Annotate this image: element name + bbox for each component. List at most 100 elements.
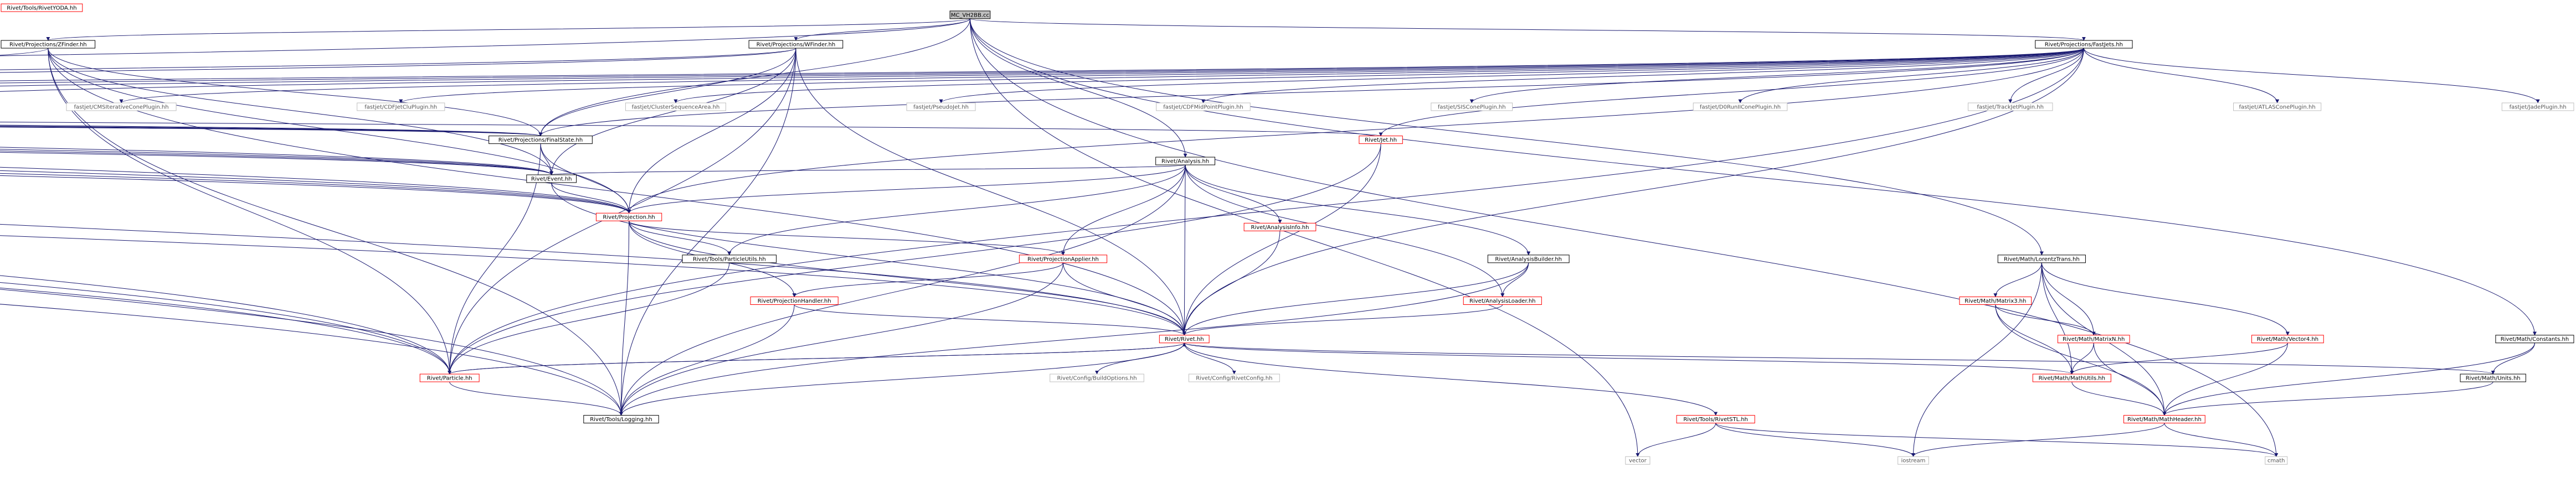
node-projapplier[interactable]: Rivet/ProjectionApplier.hh <box>1019 255 1108 263</box>
node-pseudojet[interactable]: fastjet/PseudoJet.hh <box>906 102 976 111</box>
node-label-siscone: fastjet/SISConePlugin.hh <box>1438 104 1506 110</box>
edge-analysis-to-rivet <box>1182 164 1186 336</box>
edge-mathutils-to-mathheader <box>2071 381 2167 416</box>
edge-analysis-to-logging <box>619 164 1186 416</box>
edge-rivetstl-to-cmath <box>1715 423 2279 457</box>
edge-zfinder-to-particle <box>48 48 452 375</box>
node-rivetconfig[interactable]: Rivet/Config/RivetConfig.hh <box>1188 373 1280 382</box>
node-constants[interactable]: Rivet/Math/Constants.hh <box>2495 335 2574 344</box>
node-logging[interactable]: Rivet/Tools/Logging.hh <box>583 415 659 424</box>
edge-root-to-unstablefs <box>0 18 970 56</box>
node-zfinder[interactable]: Rivet/Projections/ZFinder.hh <box>1 40 96 49</box>
node-cmath[interactable]: cmath <box>2265 456 2288 465</box>
node-units[interactable]: Rivet/Math/Units.hh <box>2460 373 2526 382</box>
node-mathutils[interactable]: Rivet/Math/MathUtils.hh <box>2032 373 2111 382</box>
edge-fastjets-to-d0run <box>1738 48 2084 103</box>
node-box-cdfmidpoint <box>1156 102 1251 111</box>
edge-root-to-cmath <box>969 18 2279 457</box>
edge-fastjets-to-pseudojet <box>939 48 2084 103</box>
edge-chargedfs-to-logging <box>0 289 623 416</box>
node-analysisloader[interactable]: Rivet/AnalysisLoader.hh <box>1463 296 1542 305</box>
edge-root-to-vector <box>969 18 1640 457</box>
edge-fastjets-to-jet <box>1379 48 2084 137</box>
node-label-zfinder: Rivet/Projections/ZFinder.hh <box>9 42 87 48</box>
node-mathheader[interactable]: Rivet/Math/MathHeader.hh <box>2123 415 2205 424</box>
node-vector[interactable]: vector <box>1625 456 1651 465</box>
node-matrixn[interactable]: Rivet/Math/MatrixN.hh <box>2057 335 2130 344</box>
edge-rivet-to-rivetconfig <box>1184 342 1236 375</box>
node-jade[interactable]: fastjet/JadePlugin.hh <box>2501 102 2574 111</box>
node-buildoptions[interactable]: Rivet/Config/BuildOptions.hh <box>1050 373 1144 382</box>
node-label-fastjets: Rivet/Projections/FastJets.hh <box>2045 42 2123 48</box>
edge-unstablefs-to-event <box>0 151 553 175</box>
node-lorentztrans[interactable]: Rivet/Math/LorentzTrans.hh <box>1997 255 2086 263</box>
node-jet[interactable]: Rivet/Jet.hh <box>1359 136 1403 144</box>
node-label-vector: vector <box>1629 458 1647 464</box>
edge-zfinder-to-rivet <box>48 48 1186 336</box>
edge-fastjets-to-jade <box>2083 48 2540 103</box>
node-projection[interactable]: Rivet/Projection.hh <box>595 212 662 221</box>
node-rivet[interactable]: Rivet/Rivet.hh <box>1159 335 1210 344</box>
node-label-constants: Rivet/Math/Constants.hh <box>2501 336 2569 342</box>
node-label-logging: Rivet/Tools/Logging.hh <box>590 417 652 423</box>
node-label-analysisbuilder: Rivet/AnalysisBuilder.hh <box>1495 256 1562 262</box>
node-analysisbuilder[interactable]: Rivet/AnalysisBuilder.hh <box>1487 255 1570 263</box>
node-finalstate[interactable]: Rivet/Projections/FinalState.hh <box>489 136 593 144</box>
edge-leptonclusters-to-finalstate <box>0 127 542 137</box>
node-root[interactable]: MC_VH2BB.cc <box>949 11 991 19</box>
node-iostream[interactable]: iostream <box>1898 456 1929 465</box>
node-rivetyoda[interactable]: Rivet/Tools/RivetYODA.hh <box>1 3 83 12</box>
node-atlascone[interactable]: fastjet/ATLASConePlugin.hh <box>2233 102 2322 111</box>
edge-chargedfs-to-finalstate <box>0 126 542 137</box>
node-matrix3[interactable]: Rivet/Math/Matrix3.hh <box>1959 296 2032 305</box>
node-d0run[interactable]: fastjet/D0RunIIConePlugin.hh <box>1693 102 1788 111</box>
edge-lorentztrans-to-vector4 <box>2041 262 2290 336</box>
node-analysisinfo[interactable]: Rivet/AnalysisInfo.hh <box>1243 222 1317 231</box>
edge-projection-to-particleutils <box>629 221 732 256</box>
node-box-atlascone <box>2233 102 2322 111</box>
node-label-lorentztrans: Rivet/Math/LorentzTrans.hh <box>2004 256 2080 262</box>
node-projhandler[interactable]: Rivet/ProjectionHandler.hh <box>750 296 839 305</box>
node-box-event <box>526 174 577 183</box>
edge-projection-to-projapplier <box>629 220 1065 256</box>
node-box-logging <box>583 415 659 424</box>
node-clusterseqarea[interactable]: fastjet/ClusterSequenceArea.hh <box>625 102 726 111</box>
edge-constants-to-units <box>2491 342 2535 375</box>
node-analysis[interactable]: Rivet/Analysis.hh <box>1155 157 1216 165</box>
node-box-rivetstl <box>1676 415 1755 424</box>
node-box-units <box>2460 373 2526 382</box>
edge-zfinder-to-event <box>48 48 554 175</box>
node-particleutils[interactable]: Rivet/Tools/ParticleUtils.hh <box>682 255 777 263</box>
node-wfinder[interactable]: Rivet/Projections/WFinder.hh <box>748 40 844 49</box>
node-label-projection: Rivet/Projection.hh <box>603 215 655 221</box>
node-cdfmidpoint[interactable]: fastjet/CDFMidPointPlugin.hh <box>1156 102 1251 111</box>
edge-wfinder-to-leptonclusters <box>0 48 796 70</box>
edge-mathheader-to-iostream <box>1911 423 2165 457</box>
node-box-cmath <box>2265 456 2288 465</box>
edge-zfinder-to-leptonclusters <box>0 48 49 56</box>
node-cdfjetclu[interactable]: fastjet/CDFJetCluPlugin.hh <box>357 102 445 111</box>
edge-analysisbuilder-to-logging <box>619 262 1529 416</box>
node-rivetstl[interactable]: Rivet/Tools/RivetSTL.hh <box>1676 415 1755 424</box>
edge-root-to-finalstate <box>538 18 970 137</box>
edge-wfinder-to-projection <box>627 48 796 214</box>
edge-vector4-to-mathheader <box>2162 342 2288 416</box>
node-fastjets[interactable]: Rivet/Projections/FastJets.hh <box>2035 40 2133 49</box>
node-siscone[interactable]: fastjet/SISConePlugin.hh <box>1431 102 1513 111</box>
node-box-rivetconfig <box>1188 373 1280 382</box>
node-box-finalstate <box>489 136 593 144</box>
node-box-pseudojet <box>906 102 976 111</box>
node-trackjet[interactable]: fastjet/TrackJetPlugin.hh <box>1967 102 2053 111</box>
node-box-jet <box>1359 136 1403 144</box>
node-box-rivet <box>1159 335 1210 344</box>
node-cmsitcone[interactable]: fastjet/CMSIterativeConePlugin.hh <box>66 102 177 111</box>
node-vector4[interactable]: Rivet/Math/Vector4.hh <box>2251 335 2324 344</box>
edge-fastjets-to-clusterseq <box>0 48 2084 92</box>
node-particle[interactable]: Rivet/Particle.hh <box>419 373 480 382</box>
node-event[interactable]: Rivet/Event.hh <box>526 174 577 183</box>
node-label-vector4: Rivet/Math/Vector4.hh <box>2257 336 2319 342</box>
edge-matrix3-to-matrixn <box>1995 304 2096 336</box>
node-label-clusterseqarea: fastjet/ClusterSequenceArea.hh <box>632 104 720 110</box>
edge-wfinder-to-particle <box>448 48 796 375</box>
